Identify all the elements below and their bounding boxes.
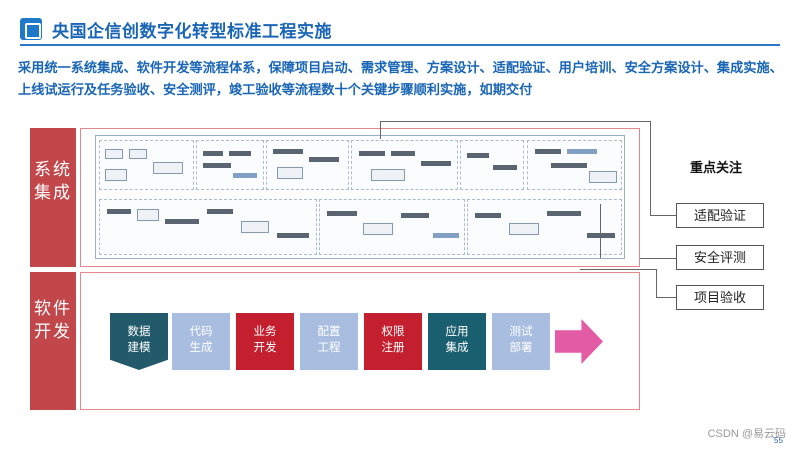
- flow-step: [547, 211, 581, 216]
- flow-diagram: [95, 135, 625, 259]
- pipeline-step-label: 测试 部署: [509, 326, 533, 354]
- pipeline-step-business-dev: 业务 开发: [236, 313, 294, 370]
- flow-step: [241, 221, 269, 233]
- connector-line: [656, 297, 676, 298]
- integration-flow-frame: [80, 128, 640, 267]
- connector-line: [650, 121, 651, 215]
- flow-step: [129, 149, 147, 159]
- flow-step: [309, 157, 339, 162]
- connector-line: [580, 269, 656, 270]
- watermark: CSDN @易云码: [707, 428, 786, 440]
- pipeline-step-label: 权限 注册: [381, 326, 405, 354]
- pipeline-step-permission: 权限 注册: [364, 313, 422, 370]
- flow-step: [421, 161, 451, 166]
- flow-lane: [467, 199, 622, 255]
- flow-step: [551, 163, 587, 168]
- pipeline-step-label: 业务 开发: [253, 326, 277, 354]
- flow-step: [203, 163, 231, 168]
- flow-step: [207, 209, 233, 214]
- side-tab-system-integration: 系统 集成: [30, 128, 76, 267]
- flow-step: [587, 233, 615, 238]
- pipeline-step-label: 配置 工程: [317, 326, 341, 354]
- description-text: 采用统一系统集成、软件开发等流程体系，保障项目启动、需求管理、方案设计、适配验证…: [18, 60, 783, 97]
- flow-step: [371, 169, 405, 181]
- connector-line: [640, 258, 676, 259]
- pipeline-step-label: 代码 生成: [189, 326, 213, 354]
- connector-line: [650, 215, 678, 216]
- flow-step: [589, 171, 617, 183]
- flow-step: [509, 223, 539, 235]
- side-tab-label: 软件 开发: [34, 299, 72, 341]
- flow-step: [493, 165, 517, 170]
- flow-step: [105, 149, 123, 159]
- flow-step: [401, 213, 429, 218]
- focus-item-label: 适配验证: [693, 208, 746, 223]
- flow-step: [165, 219, 199, 224]
- focus-item-project-acceptance: 项目验收: [676, 285, 764, 310]
- flow-step: [391, 151, 415, 156]
- flow-step: [467, 153, 489, 158]
- side-tab-label: 系统 集成: [34, 160, 72, 202]
- flow-step: [203, 151, 223, 156]
- connector-line: [380, 121, 381, 139]
- connector-line: [600, 204, 601, 258]
- flow-step: [233, 173, 257, 178]
- connector-line: [656, 269, 657, 297]
- flow-step: [359, 151, 385, 156]
- pipeline-step-data-modeling: 数据 建模: [110, 313, 168, 370]
- pipeline-step-config: 配置 工程: [300, 313, 358, 370]
- pipeline-step-label: 数据 建模: [127, 326, 151, 354]
- flow-step: [229, 151, 251, 156]
- focus-item-label: 项目验收: [693, 290, 746, 305]
- connector-line: [380, 121, 650, 122]
- flow-lane: [266, 140, 349, 190]
- focus-item-label: 安全评测: [693, 250, 746, 265]
- chip-icon: [20, 18, 42, 40]
- flow-step: [277, 167, 303, 179]
- page-number: 55: [774, 436, 783, 445]
- focus-item-adaptation-verification: 适配验证: [676, 203, 764, 228]
- flow-step: [107, 209, 131, 214]
- flow-step: [475, 213, 501, 218]
- flow-step: [535, 149, 561, 154]
- page-title: 央国企信创数字化转型标准工程实施: [52, 22, 332, 41]
- flow-lane: [99, 199, 317, 255]
- flow-step: [153, 162, 183, 174]
- flow-step: [273, 149, 303, 154]
- title-underline: [20, 44, 780, 46]
- flow-step: [105, 169, 127, 181]
- pipeline-step-test-deploy: 测试 部署: [492, 313, 550, 370]
- flow-step: [137, 209, 159, 221]
- pipeline-step-app-integration: 应用 集成: [428, 313, 486, 370]
- flow-step: [567, 149, 597, 154]
- pipeline-step-code-generation: 代码 生成: [172, 313, 230, 370]
- pipeline-step-label: 应用 集成: [445, 326, 469, 354]
- focus-item-security-evaluation: 安全评测: [676, 245, 764, 270]
- flow-step: [327, 211, 357, 216]
- flow-step: [277, 233, 309, 238]
- flow-step: [363, 223, 393, 235]
- flow-step: [433, 233, 459, 238]
- side-tab-software-dev: 软件 开发: [30, 272, 76, 410]
- focus-title: 重点关注: [690, 160, 743, 175]
